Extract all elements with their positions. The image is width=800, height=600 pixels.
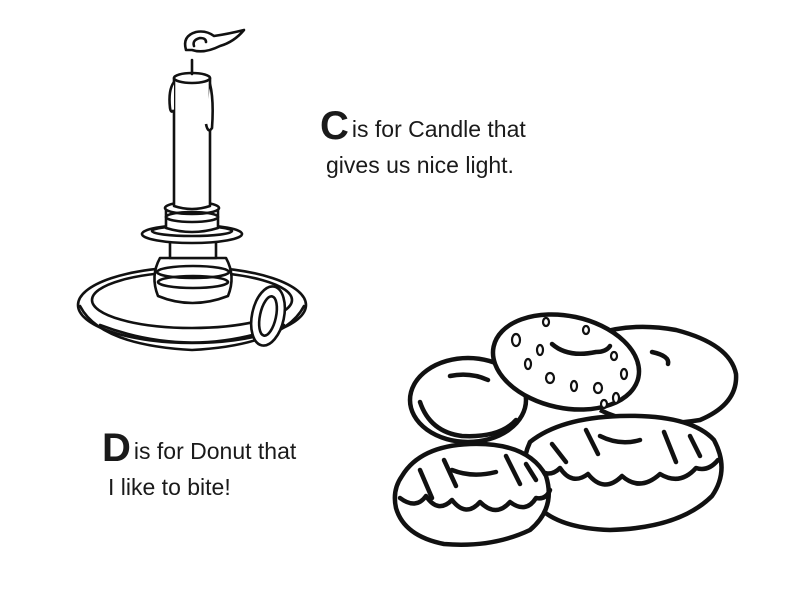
donut-left-hole [447, 372, 491, 383]
donut-bottom-right-glaze-edge [531, 457, 721, 487]
glaze-drip [503, 453, 523, 487]
candle-drip-right [204, 83, 214, 132]
candle-dish-base [78, 304, 306, 352]
caption-candle-letter: C [320, 104, 349, 148]
candle-holder-band [155, 264, 231, 280]
sprinkle [510, 332, 522, 348]
candle-illustration [76, 28, 308, 352]
glaze-drip [661, 429, 679, 465]
donut-bottom-left [392, 441, 551, 547]
caption-donut-text: is for Donut that [133, 438, 297, 464]
candle-holder-band-2 [156, 274, 230, 290]
glaze-drip [583, 427, 601, 457]
sprinkle [544, 371, 556, 385]
caption-donut-letter: D [102, 426, 131, 470]
caption-candle-text: is for Candle that [351, 116, 526, 142]
sprinkle [569, 379, 579, 393]
donut-back-right-hole [649, 349, 671, 367]
candle-holder-bulb [153, 256, 233, 305]
sprinkle [541, 316, 551, 328]
donut-bottom-right-hole [597, 433, 643, 445]
glaze-drip [523, 461, 539, 483]
caption-candle-line2: gives us nice light. [326, 151, 514, 178]
candle-body [172, 76, 212, 211]
candle-socket-band [164, 210, 220, 224]
sprinkle [592, 381, 604, 395]
caption-donut-line2: I like to bite! [108, 473, 231, 500]
candle-drip-left [168, 81, 176, 113]
sprinkle [619, 367, 629, 381]
donut-left-icing [417, 399, 519, 439]
donut-bottom-left-hole [449, 467, 499, 477]
glaze-drip [441, 457, 459, 489]
sprinkle [535, 343, 545, 357]
donut-bottom-left-glaze-edge [397, 487, 553, 513]
donuts-illustration [392, 312, 739, 547]
glaze-drip [417, 467, 435, 501]
sprinkle [523, 357, 533, 371]
candle-flame-inner [192, 36, 208, 48]
glaze-drip [687, 433, 703, 459]
glaze-drip [549, 441, 569, 465]
sprinkle [611, 391, 621, 405]
donut-top-hole [549, 341, 613, 356]
sprinkle [599, 398, 609, 410]
candle-flame [183, 28, 246, 53]
sprinkle [581, 324, 591, 336]
candle-handle-hole [257, 295, 279, 337]
sprinkle [609, 350, 619, 362]
